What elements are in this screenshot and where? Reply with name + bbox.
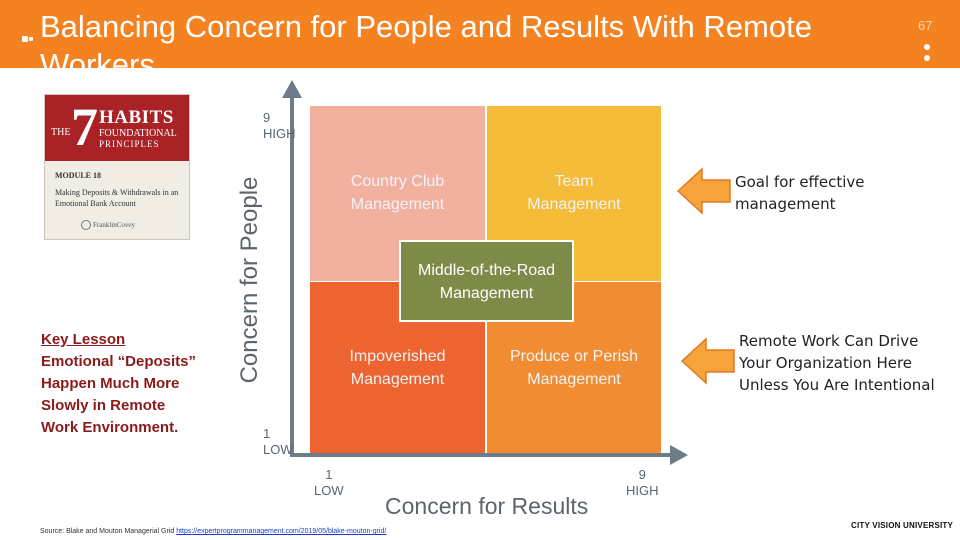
quadrant-label: Management: [527, 196, 621, 213]
callout-line: Goal for effective: [735, 173, 865, 191]
quadrant-produce-or-perish: Produce or Perish Management: [487, 282, 661, 455]
source-link[interactable]: https://expertprogrammanagement.com/2019…: [176, 528, 387, 535]
book-cover: THE 7 HABITS FOUNDATIONAL PRINCIPLES MOD…: [44, 94, 190, 240]
book-habits: HABITS: [99, 107, 174, 128]
key-lesson-line: Work Environment.: [41, 419, 179, 436]
y-axis: [290, 95, 294, 457]
callout-line: management: [735, 195, 836, 213]
university-logo: CITY VISION UNIVERSITY: [851, 521, 954, 530]
tick-label: HIGH: [263, 126, 296, 141]
bullet-icon-small: [29, 37, 33, 41]
book-foundational: FOUNDATIONAL: [99, 128, 177, 139]
tick-value: 1: [263, 426, 271, 441]
key-lesson-line: Happen Much More: [41, 375, 180, 392]
book-brand: FranklinCovey: [93, 221, 135, 229]
x-tick-high: 9 HIGH: [626, 467, 659, 499]
x-axis-label: Concern for Results: [385, 493, 589, 519]
menu-dot-icon[interactable]: [924, 55, 930, 61]
quadrant-label: Impoverished: [349, 348, 446, 365]
book-subtitle: Making Deposits & Withdrawals in an Emot…: [55, 188, 179, 208]
quadrant-label: Management: [350, 196, 445, 213]
key-lesson-heading: Key Lesson: [41, 331, 126, 348]
tick-label: LOW: [263, 442, 293, 457]
x-axis: [290, 453, 674, 457]
quadrant-label: Country Club: [350, 173, 445, 190]
brand-logo-icon: [81, 220, 91, 230]
title-bar: Balancing Concern for People and Results…: [0, 0, 960, 68]
callout-arrow-icon: [676, 167, 731, 215]
y-axis-label: Concern for People: [236, 176, 263, 384]
arrow-up-icon: [282, 80, 302, 98]
page-title: Balancing Concern for People and Results…: [40, 9, 812, 68]
book-cover-band: [45, 95, 189, 161]
quadrant-label: Middle-of-the-Road: [418, 262, 555, 279]
menu-dot-icon[interactable]: [924, 44, 930, 50]
tick-label: HIGH: [626, 483, 659, 498]
page-number: 67: [918, 18, 933, 33]
tick-value: 9: [263, 110, 271, 125]
source-citation: Source: Blake and Mouton Managerial Grid…: [40, 528, 386, 535]
key-lesson-line: Emotional “Deposits”: [41, 353, 197, 370]
bullet-icon: [22, 36, 28, 42]
tick-label: LOW: [314, 483, 344, 498]
book-module: MODULE 18: [55, 171, 101, 180]
callout-line: Remote Work Can Drive: [739, 332, 919, 350]
quadrant-label: Management: [439, 285, 534, 302]
arrow-right-icon: [670, 445, 688, 465]
book-the: THE: [51, 127, 71, 138]
source-text: Source: Blake and Mouton Managerial Grid: [40, 528, 175, 535]
callout-line: Unless You Are Intentional: [739, 376, 935, 394]
y-tick-high: 9 HIGH: [263, 110, 296, 142]
tick-value: 1: [325, 467, 333, 482]
callout-remote: Remote Work Can Drive Your Organization …: [739, 330, 935, 396]
book-number: 7: [71, 97, 98, 157]
callout-line: Your Organization Here: [739, 354, 913, 372]
quadrant-label: Team: [554, 173, 594, 190]
callout-goal: Goal for effective management: [735, 171, 865, 215]
book-principles: PRINCIPLES: [99, 139, 160, 149]
quadrant-middle-of-the-road: Middle-of-the-Road Management: [399, 240, 574, 322]
key-lesson: Key Lesson Emotional “Deposits” Happen M…: [41, 329, 241, 439]
key-lesson-line: Slowly in Remote: [41, 397, 166, 414]
x-tick-low: 1 LOW: [314, 467, 344, 499]
callout-arrow-icon: [680, 337, 735, 385]
y-tick-low: 1 LOW: [263, 426, 293, 458]
quadrant-label: Produce or Perish: [509, 348, 639, 365]
quadrant-label: Management: [350, 371, 445, 388]
quadrant-label: Management: [527, 371, 621, 388]
tick-value: 9: [638, 467, 646, 482]
